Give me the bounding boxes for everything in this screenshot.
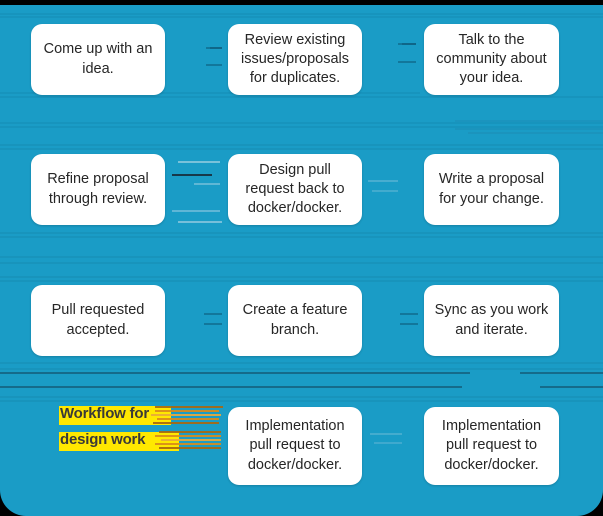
highlight-bar xyxy=(59,432,179,451)
flow-card-label: Come up with an idea. xyxy=(43,41,153,77)
connector-arrow-r2c3-r2c2 xyxy=(368,180,420,202)
flow-card-label: Refine proposal through review. xyxy=(47,171,149,207)
flow-card-label: Create a feature branch. xyxy=(242,302,348,338)
flow-card-design-pull-request[interactable]: Design pull request back to docker/docke… xyxy=(228,154,362,225)
flow-card-label: Sync as you work and iterate. xyxy=(434,302,549,338)
flow-card-label: Write a proposal for your change. xyxy=(438,171,545,207)
flow-card-talk-community[interactable]: Talk to the community about your idea. xyxy=(424,24,559,95)
flow-card-sync-iterate[interactable]: Sync as you work and iterate. xyxy=(424,285,559,356)
connector-arrow-r2c2-r2c1 xyxy=(172,161,224,191)
flowchart-board: Come up with an idea. Review existing is… xyxy=(0,5,603,516)
callout-workflow-design-work: Workflow for design work xyxy=(59,403,223,455)
connector-arrow-r3c2-r3c1 xyxy=(202,313,226,331)
callout-line-2-text: design work xyxy=(60,431,146,448)
flow-card-label: Talk to the community about your idea. xyxy=(436,31,547,87)
flow-card-label: Implementation pull request to docker/do… xyxy=(245,418,345,473)
callout-line-1-text: Workflow for xyxy=(60,405,149,422)
flow-card-idea[interactable]: Come up with an idea. xyxy=(31,24,165,95)
flow-card-implementation-pr-1[interactable]: Implementation pull request to docker/do… xyxy=(228,407,362,485)
flow-card-label: Implementation pull request to docker/do… xyxy=(441,418,542,473)
flow-card-implementation-pr-2[interactable]: Implementation pull request to docker/do… xyxy=(424,407,559,485)
connector-arrow-r3c3-r3c2 xyxy=(398,313,422,331)
connector-arrow-r4c3-r4c2 xyxy=(370,433,420,453)
flow-card-write-proposal[interactable]: Write a proposal for your change. xyxy=(424,154,559,225)
flow-card-review-existing[interactable]: Review existing issues/proposals for dup… xyxy=(228,24,362,95)
connector-line-r2-c1-down xyxy=(172,205,228,229)
flow-card-pull-accepted[interactable]: Pull requested accepted. xyxy=(31,285,165,356)
callout-line-2: design work xyxy=(59,429,221,453)
connector-arrow-r1c2-r1c3 xyxy=(390,43,422,65)
flow-card-label: Review existing issues/proposals for dup… xyxy=(241,31,349,87)
callout-line-1: Workflow for xyxy=(59,403,223,427)
connector-arrow-r1c1-r1c2 xyxy=(196,47,226,69)
flow-card-create-branch[interactable]: Create a feature branch. xyxy=(228,285,362,356)
flow-card-label: Pull requested accepted. xyxy=(51,302,145,338)
flow-card-label: Design pull request back to docker/docke… xyxy=(245,161,345,217)
highlight-bar xyxy=(59,406,171,425)
flow-card-refine-proposal[interactable]: Refine proposal through review. xyxy=(31,154,165,225)
